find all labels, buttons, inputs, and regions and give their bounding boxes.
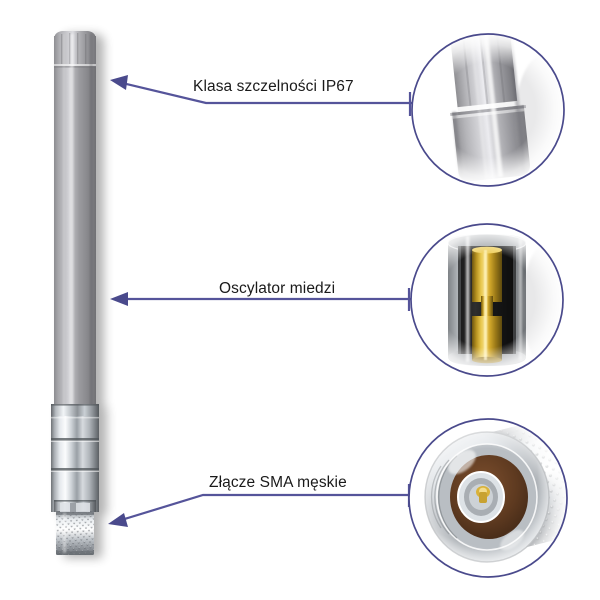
leader-line-copper-oscillator: [110, 288, 411, 311]
detail-inset-oscillator: [410, 223, 564, 377]
antenna-illustration: [51, 31, 99, 555]
antenna-radome: [54, 31, 96, 412]
callout-label-sma-connector: Złącze SMA męskie: [209, 474, 347, 491]
callout-label-ip-rating: Klasa szczelności IP67: [193, 78, 354, 95]
sma-knurled-nut: [56, 503, 94, 555]
detail-inset-cap: [411, 33, 565, 187]
callout-label-copper-oscillator: Oscylator miedzi: [219, 280, 336, 297]
cap-ribs: [61, 33, 87, 64]
antenna-metal-barrel: [51, 404, 99, 512]
detail-inset-sma: [408, 418, 568, 578]
callout-leader-lines: [108, 75, 412, 527]
leader-line-ip-rating: [110, 75, 412, 116]
